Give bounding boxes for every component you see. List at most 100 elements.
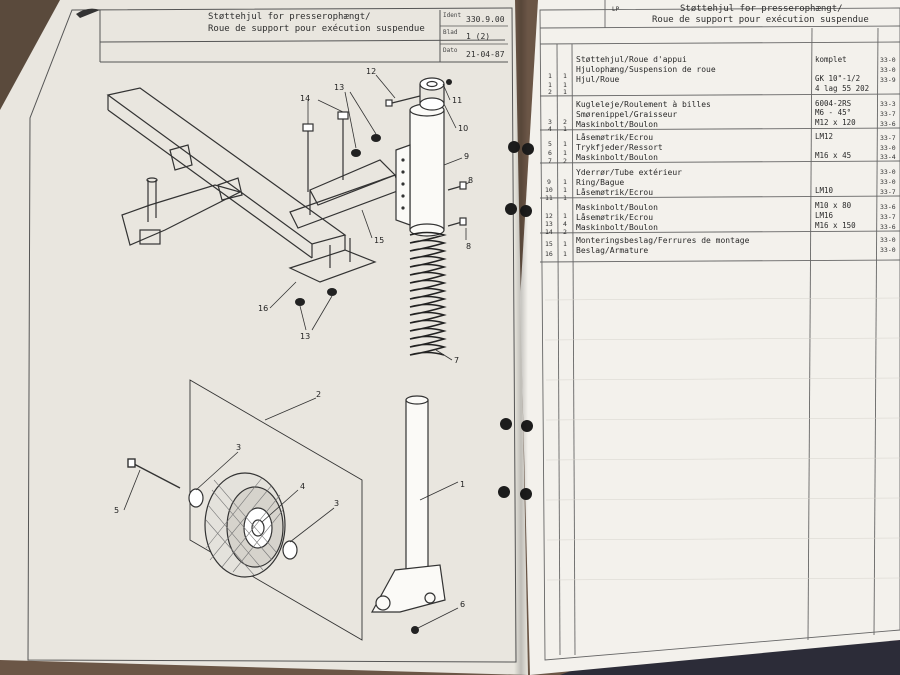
row-spec: komplet	[815, 55, 847, 64]
row-part: 33-7	[880, 188, 896, 196]
callout-9: 9	[464, 152, 470, 161]
row-pos: 3	[548, 118, 552, 126]
binder-hole	[505, 203, 517, 215]
row-part: 33-4	[880, 153, 896, 161]
row-part: 33-9	[880, 76, 896, 84]
row-desc: Ring/Bague	[576, 178, 625, 187]
row-desc: Maskinbolt/Boulon	[576, 120, 658, 129]
row-spec: M16 x 45	[815, 151, 852, 160]
callout-13a: 13	[334, 83, 345, 92]
row-pos: 16	[545, 250, 553, 258]
row-qty: 1	[563, 125, 567, 133]
row-desc: Smørenippel/Graisseur	[576, 110, 678, 119]
left-title-line2: Roue de support pour exécution suspendue	[208, 24, 425, 34]
row-qty: 1	[563, 194, 567, 202]
row-part: 33-0	[880, 66, 896, 74]
right-title-line1: Støttehjul for presserophængt/	[680, 4, 843, 14]
spine-shadow	[514, 0, 528, 675]
row-part: 33-0	[880, 236, 896, 244]
row-desc: Monteringsbeslag/Ferrures de montage	[576, 236, 750, 245]
doc-date: 21-04-87	[466, 50, 505, 59]
row-qty: 2	[563, 157, 567, 165]
row-pos: 10	[545, 186, 553, 194]
row-pos: 14	[545, 228, 553, 236]
field-label-date: Dato	[443, 47, 458, 54]
row-part: 33-7	[880, 134, 896, 142]
row-desc: Hjul/Roue	[576, 75, 620, 84]
binder-hole	[522, 143, 534, 155]
row-spec: LM12	[815, 132, 834, 141]
row-pos: 13	[545, 220, 553, 228]
row-desc: Låsemøtrik/Ecrou	[576, 133, 654, 142]
row-part: 33-0	[880, 56, 896, 64]
row-pos: 4	[548, 125, 552, 133]
callout-6: 6	[460, 600, 466, 609]
row-spec: M16 x 150	[815, 221, 856, 230]
binder-hole	[498, 486, 510, 498]
row-part: 33-0	[880, 144, 896, 152]
row-pos: 1	[548, 72, 552, 80]
row-part: 33-0	[880, 246, 896, 254]
row-spec: LM16	[815, 211, 834, 220]
callout-5: 5	[114, 506, 120, 515]
row-part: 33-6	[880, 223, 896, 231]
row-desc: Maskinbolt/Boulon	[576, 153, 658, 162]
row-spec: M12 x 120	[815, 118, 856, 127]
row-desc: Låsemøtrik/Ecrou	[576, 213, 654, 222]
row-spec: 4 lag 55 202	[815, 84, 870, 93]
row-spec: M6 - 45°	[815, 108, 852, 117]
callout-13b: 13	[300, 332, 311, 341]
right-header-code: LP	[612, 6, 620, 13]
binder-hole	[500, 418, 512, 430]
row-part: 33-7	[880, 110, 896, 118]
callout-2: 2	[316, 390, 322, 399]
row-qty: 1	[563, 140, 567, 148]
row-part: 33-7	[880, 213, 896, 221]
callout-16: 16	[258, 304, 269, 313]
callout-10: 10	[458, 124, 469, 133]
row-desc: Låsemøtrik/Ecrou	[576, 188, 654, 197]
row-pos: 9	[547, 178, 551, 186]
binder-hole	[508, 141, 520, 153]
row-pos: 11	[545, 194, 553, 202]
row-desc: Maskinbolt/Boulon	[576, 223, 658, 232]
row-desc: Maskinbolt/Boulon	[576, 203, 658, 212]
row-pos: 7	[548, 157, 552, 165]
row-pos: 2	[548, 88, 552, 96]
row-part: 33-0	[880, 178, 896, 186]
left-title-line1: Støttehjul for presserophængt/	[208, 12, 371, 22]
row-spec: LM10	[815, 186, 834, 195]
row-qty: 1	[563, 72, 567, 80]
row-qty: 2	[563, 228, 567, 236]
callout-8a: 8	[468, 176, 474, 185]
row-pos: 6	[548, 149, 552, 157]
row-pos: 1	[548, 81, 552, 89]
spring	[409, 231, 447, 356]
callout-3b: 3	[334, 499, 340, 508]
callout-3a: 3	[236, 443, 242, 452]
right-title-line2: Roue de support pour exécution suspendue	[652, 15, 869, 25]
callout-4: 4	[300, 482, 306, 491]
callout-15: 15	[374, 236, 385, 245]
row-part: 33-3	[880, 100, 896, 108]
field-label-number: Ident	[443, 12, 462, 19]
callout-8b: 8	[466, 242, 472, 251]
row-qty: 1	[563, 212, 567, 220]
row-spec: 6004-2RS	[815, 99, 852, 108]
row-pos: 12	[545, 212, 553, 220]
callout-7: 7	[454, 356, 460, 365]
row-pos: 15	[545, 240, 553, 248]
row-desc: Yderrør/Tube extérieur	[576, 168, 682, 177]
row-pos: 5	[548, 140, 552, 148]
row-desc: Hjulophæng/Suspension de roue	[576, 65, 716, 74]
row-qty: 1	[563, 88, 567, 96]
callout-12: 12	[366, 67, 377, 76]
row-desc: Beslag/Armature	[576, 246, 649, 255]
binder-hole	[520, 488, 532, 500]
row-qty: 4	[563, 220, 567, 228]
doc-number: 330.9.00	[466, 15, 505, 24]
row-qty: 2	[563, 118, 567, 126]
